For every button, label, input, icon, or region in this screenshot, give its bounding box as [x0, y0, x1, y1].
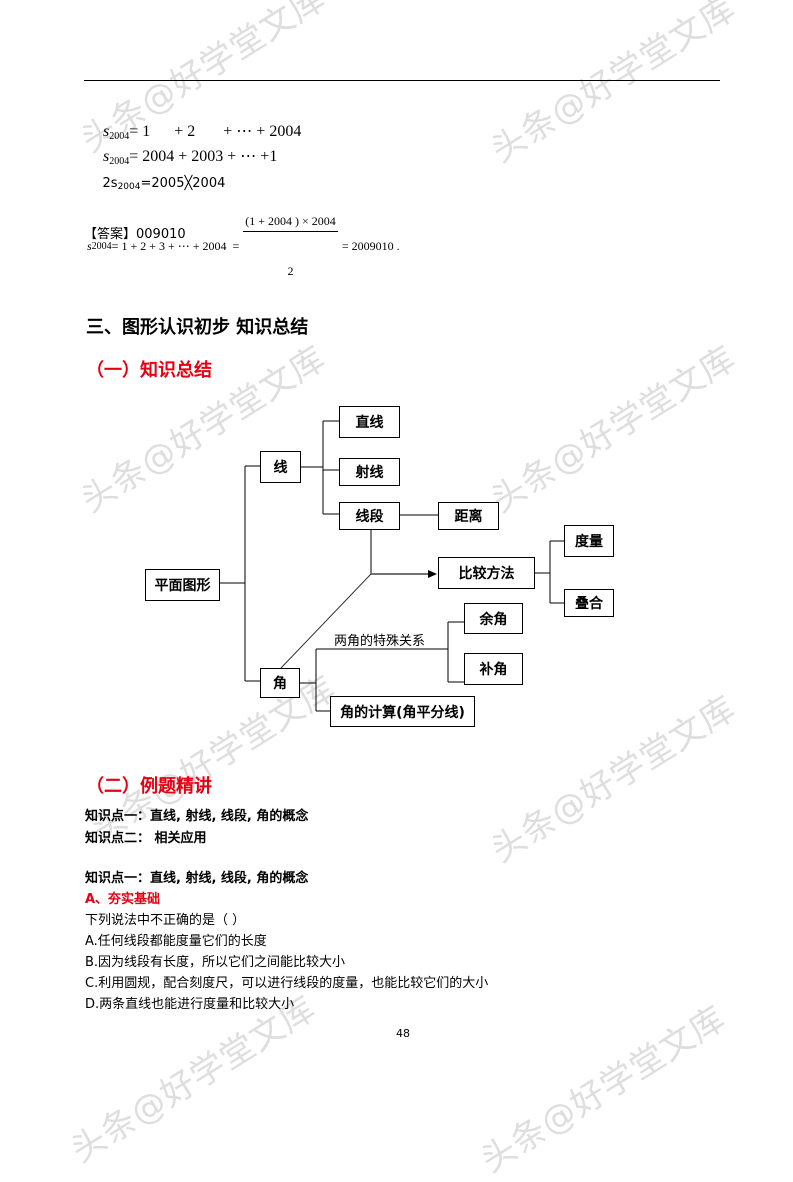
equation-line-1: s2004= 1 + 2 + ⋯ + 2004 — [87, 103, 301, 160]
fraction-denominator: 2 — [287, 264, 294, 278]
equation-subscript: 2004 — [109, 131, 130, 142]
equation-rhs: = 1 + 2 + ⋯ + 2004 — [129, 123, 302, 140]
watermark-text: 头条@好学堂文库 — [474, 998, 733, 1181]
section-title: 三、图形认识初步 知识总结 — [86, 317, 309, 338]
node-compare-method: 比较方法 — [438, 557, 535, 589]
watermark-text: 头条@好学堂文库 — [484, 688, 743, 871]
answer-line: 【答案】009010 — [84, 223, 186, 242]
equation-subscript: 2004 — [91, 241, 112, 252]
node-ray: 射线 — [339, 458, 400, 486]
option-d: D.两条直线也能进行度量和比较大小 — [85, 997, 295, 1012]
header-rule — [84, 80, 720, 81]
watermark-text: 头条@好学堂文库 — [484, 0, 743, 171]
option-b: B.因为线段有长度，所以它们之间能比较大小 — [85, 955, 346, 970]
node-overlap: 叠合 — [564, 589, 614, 617]
page-number: 48 — [396, 1027, 410, 1040]
option-a: A.任何线段都能度量它们的长度 — [85, 934, 267, 949]
question-stem: 下列说法中不正确的是（ ） — [85, 913, 246, 928]
node-measure: 度量 — [564, 525, 614, 557]
equation-subscript: 2004 — [109, 156, 130, 167]
equation-line-2: s2004= 2004 + 2003 + ⋯ +1 — [87, 128, 277, 185]
level-a-heading: A、夯实基础 — [85, 892, 161, 907]
node-line: 线 — [260, 451, 301, 483]
equation-rhs: = 2004 + 2003 + ⋯ +1 — [129, 148, 278, 165]
equation-subscript: 2004 — [117, 182, 141, 192]
equation-var: s — [103, 123, 110, 140]
watermark-text: 头条@好学堂文库 — [484, 338, 743, 521]
knowledge-point-1-heading: 知识点一：直线, 射线, 线段, 角的概念 — [85, 871, 309, 886]
equation-var: s — [87, 239, 92, 253]
node-supplementary-angle: 补角 — [464, 653, 523, 685]
equation-var: s — [103, 148, 110, 165]
answer-value: 009010 — [136, 227, 186, 242]
node-distance: 距离 — [438, 502, 499, 530]
equation-rhs: =2005╳2004 — [140, 176, 226, 191]
edge-label-special-relation: 两角的特殊关系 — [334, 634, 426, 649]
node-segment: 线段 — [339, 502, 400, 530]
option-c: C.利用圆规，配合刻度尺，可以进行线段的度量，也能比较它们的大小 — [85, 976, 489, 991]
node-complementary-angle: 余角 — [464, 603, 523, 634]
knowledge-point-1: 知识点一：直线, 射线, 线段, 角的概念 — [85, 809, 309, 824]
answer-label: 【答案】 — [84, 227, 137, 242]
equation-lhs: = 1 + 2 + 3 + ⋯ + 2004 = — [111, 239, 240, 253]
node-angle-calculation: 角的计算(角平分线) — [330, 696, 475, 727]
equation-line-3: 2s2004=2005╳2004 — [86, 161, 226, 207]
document-page: 头条@好学堂文库头条@好学堂文库头条@好学堂文库头条@好学堂文库头条@好学堂文库… — [64, 0, 743, 1181]
knowledge-point-2: 知识点二： 相关应用 — [85, 831, 207, 846]
node-angle: 角 — [260, 668, 300, 698]
fraction-numerator: (1 + 2004 ) × 2004 — [243, 214, 338, 232]
node-plane-figure: 平面图形 — [145, 569, 220, 601]
node-straight-line: 直线 — [339, 406, 400, 438]
subsection-examples: （二）例题精讲 — [86, 776, 212, 797]
subsection-knowledge-summary: （一）知识总结 — [86, 360, 212, 381]
equation-prefix: 2s — [102, 176, 118, 191]
equation-result: = 2009010 . — [341, 239, 400, 253]
fraction: (1 + 2004 ) × 2004 2 — [243, 184, 338, 309]
